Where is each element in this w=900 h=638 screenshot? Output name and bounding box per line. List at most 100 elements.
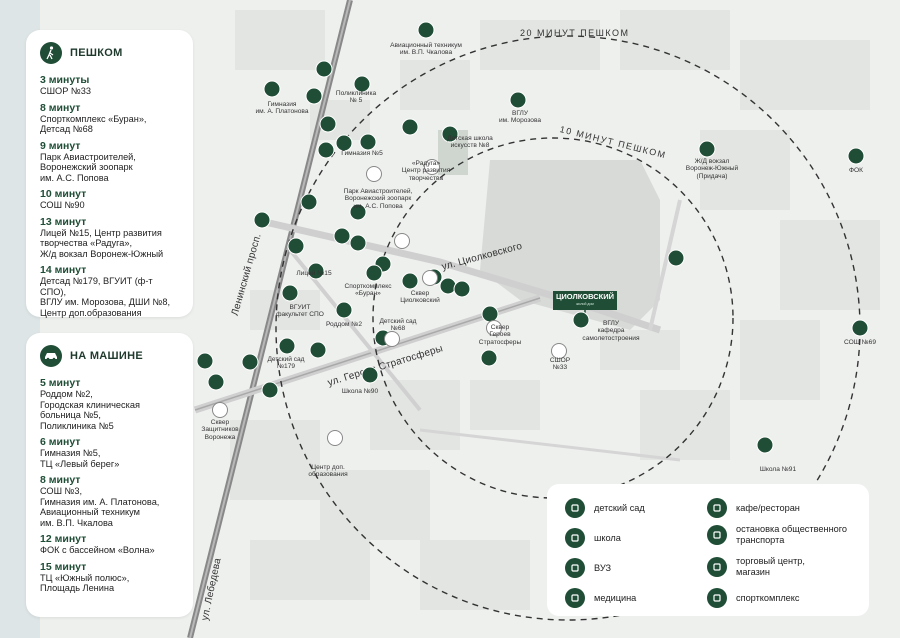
poi-marker[interactable] <box>572 311 590 329</box>
entry-places: СШОР №33 <box>40 86 91 96</box>
poi-marker[interactable] <box>401 272 419 290</box>
entry-time: 5 минут <box>40 377 81 389</box>
poi-marker[interactable] <box>333 227 351 245</box>
car-icon <box>40 345 62 367</box>
park-marker[interactable] <box>366 166 382 182</box>
poi-marker[interactable] <box>261 381 279 399</box>
park-marker[interactable] <box>394 233 410 249</box>
place-label: Поликлиника № 5 <box>335 90 377 105</box>
poi-marker[interactable] <box>698 140 716 158</box>
park-marker[interactable] <box>424 159 440 175</box>
poi-marker[interactable] <box>480 349 498 367</box>
school-icon <box>565 528 585 548</box>
entry-places: Гимназия №5, ТЦ «Левый берег» <box>40 448 120 469</box>
place-label: Школа №90 <box>341 388 379 395</box>
entry-time: 3 минуты <box>40 74 90 86</box>
place-label: Центр доп. образования <box>308 464 348 479</box>
place-label: Школа №91 <box>759 466 797 473</box>
legend-item: детский сад <box>565 498 645 518</box>
poi-marker[interactable] <box>335 301 353 319</box>
entry-places: СОШ №3, Гимназия им. А. Платонова, Авиац… <box>40 486 160 528</box>
poi-marker[interactable] <box>207 373 225 391</box>
poi-marker[interactable] <box>361 366 379 384</box>
poi-marker[interactable] <box>307 262 325 280</box>
poi-marker[interactable] <box>667 249 685 267</box>
poi-marker[interactable] <box>278 337 296 355</box>
entry-places: Лицей №15, Центр развития творчества «Ра… <box>40 227 164 259</box>
poi-marker[interactable] <box>317 141 335 159</box>
poi-marker[interactable] <box>281 284 299 302</box>
legend-label: детский сад <box>594 502 645 513</box>
poi-marker[interactable] <box>441 125 459 143</box>
park-marker[interactable] <box>486 320 502 336</box>
poi-marker[interactable] <box>305 87 323 105</box>
poi-marker[interactable] <box>253 211 271 229</box>
poi-marker[interactable] <box>335 134 353 152</box>
walk-title: ПЕШКОМ <box>70 47 123 59</box>
brand-subtitle: жилой дом <box>576 302 594 306</box>
poi-marker[interactable] <box>196 352 214 370</box>
park-marker[interactable] <box>422 270 438 286</box>
place-label: Гимназия им. А. Платонова <box>255 101 309 116</box>
ring-10-minutes <box>372 137 734 499</box>
entry-places: Парк Авиастроителей, Воронежский зоопарк… <box>40 151 136 183</box>
place-label: Лицей №15 <box>296 270 332 277</box>
poi-marker[interactable] <box>509 91 527 109</box>
poi-marker[interactable] <box>359 133 377 151</box>
entry-time: 6 минут <box>40 436 81 448</box>
university-icon <box>565 558 585 578</box>
poi-marker[interactable] <box>401 118 419 136</box>
place-label: Детский сад №68 <box>379 318 417 333</box>
place-label: СШОР №33 <box>549 357 571 372</box>
poi-marker[interactable] <box>756 436 774 454</box>
legend-label: торговый центр, магазин <box>736 556 805 577</box>
park-marker[interactable] <box>551 343 567 359</box>
poi-marker[interactable] <box>365 264 383 282</box>
poi-marker[interactable] <box>319 115 337 133</box>
cafe-icon <box>707 498 727 518</box>
place-label: «Радуга» Центр развития творчества <box>401 160 451 182</box>
entry-time: 8 минут <box>40 101 81 114</box>
place-label: Детская школа искусств №8 <box>447 135 493 150</box>
poi-marker[interactable] <box>349 234 367 252</box>
poi-marker[interactable] <box>851 319 869 337</box>
kindergarten-icon <box>565 498 585 518</box>
ring-outer-label: 20 МИНУТ ПЕШКОМ <box>520 28 630 38</box>
place-label: Ж/Д вокзал Воронеж-Южный (Придача) <box>685 158 739 180</box>
poi-marker[interactable] <box>309 341 327 359</box>
place-label: Сквер Защитников Воронежа <box>201 419 239 441</box>
entry-time: 10 минут <box>40 188 87 200</box>
poi-marker[interactable] <box>241 353 259 371</box>
poi-marker[interactable] <box>417 21 435 39</box>
poi-marker[interactable] <box>453 280 471 298</box>
entry-places: СОШ №90 <box>40 200 85 210</box>
poi-marker[interactable] <box>300 193 318 211</box>
entry-time: 9 минут <box>40 139 81 152</box>
park-marker[interactable] <box>212 402 228 418</box>
legend-label: ВУЗ <box>594 562 612 573</box>
poi-marker[interactable] <box>349 203 367 221</box>
poi-marker[interactable] <box>263 80 281 98</box>
poi-marker[interactable] <box>287 237 305 255</box>
tsiolkovsky-building-marker[interactable]: ЦИОЛКОВСКИЙ жилой дом <box>553 291 617 310</box>
walking-person-icon <box>40 42 62 64</box>
park-marker[interactable] <box>327 430 343 446</box>
park-marker[interactable] <box>384 331 400 347</box>
place-label: Детский сад №179 <box>267 356 305 371</box>
poi-marker[interactable] <box>847 147 865 165</box>
place-label: Сквер Героев Стратосферы <box>478 324 522 346</box>
place-label: Роддом №2 <box>325 321 363 328</box>
dumbbell-icon <box>707 588 727 608</box>
poi-marker[interactable] <box>353 75 371 93</box>
legend-label: спорткомплекс <box>736 592 800 603</box>
legend-label: медицина <box>594 592 637 603</box>
poi-marker[interactable] <box>315 60 333 78</box>
